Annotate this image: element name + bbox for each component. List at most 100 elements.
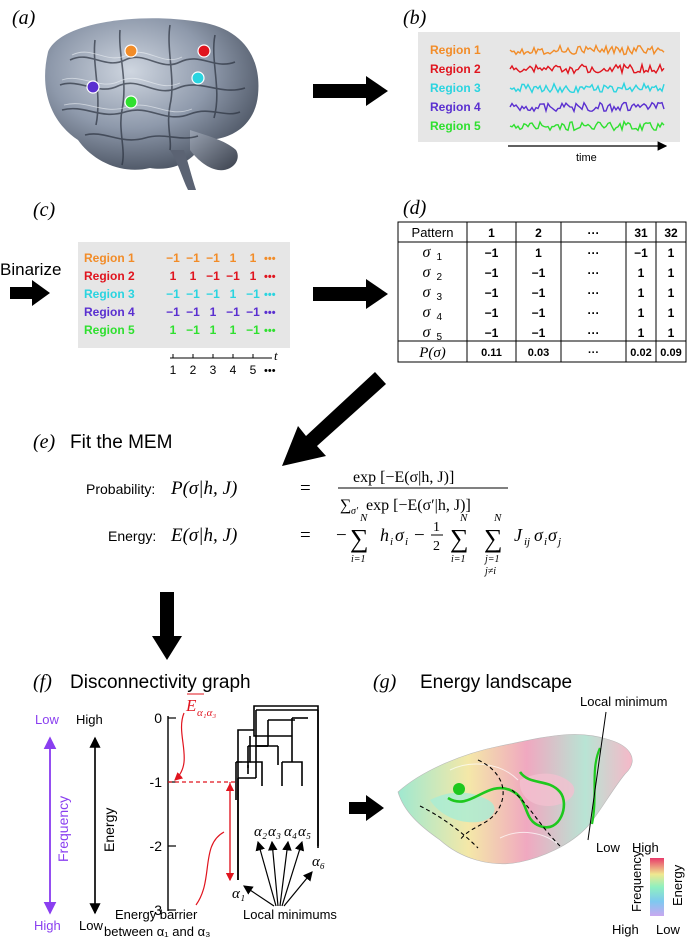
t-tick-label: 2 bbox=[190, 363, 197, 377]
panel-e-title: Fit the MEM bbox=[70, 432, 172, 453]
binary-value: −1 bbox=[226, 305, 240, 319]
timeseries-lines bbox=[509, 43, 665, 133]
timeseries-label: Region 2 bbox=[430, 62, 481, 76]
fmri-arrow bbox=[313, 76, 388, 106]
binary-rows: Region 1 −1 −1 −1 1 1 ••• Region 2 1 1 −1 −1 1 •… bbox=[84, 251, 276, 337]
table-row-sub: 5 bbox=[437, 332, 443, 343]
timeseries-line bbox=[509, 43, 665, 56]
timeseries-line bbox=[509, 61, 665, 76]
dgraph-tick-label: -1 bbox=[150, 774, 163, 790]
energy-high-label: High bbox=[76, 712, 103, 727]
table-prob-cell: 0.09 bbox=[660, 347, 681, 359]
legend-low: Low bbox=[596, 840, 620, 855]
freq-low-label: Low bbox=[35, 712, 59, 727]
binary-value: 1 bbox=[230, 323, 237, 337]
sum2-top: N bbox=[459, 512, 468, 524]
term2-sigma-j: σ bbox=[548, 525, 558, 545]
binary-value: 1 bbox=[250, 269, 257, 283]
energy-equation: Energy: E(σ|h, J) = − N ∑ i=1 h i σ i − … bbox=[108, 512, 561, 577]
region-5-marker bbox=[124, 95, 138, 109]
energy-minus-1: − bbox=[336, 525, 347, 546]
binary-value: 1 bbox=[210, 305, 217, 319]
timeseries-line bbox=[509, 119, 665, 133]
binary-value: 1 bbox=[170, 323, 177, 337]
sum2-bottom: i=1 bbox=[451, 554, 466, 565]
binary-row-label: Region 2 bbox=[84, 269, 135, 283]
binary-value: −1 bbox=[206, 269, 220, 283]
panel-c-label: (c) bbox=[33, 199, 56, 221]
binary-row-label: Region 5 bbox=[84, 323, 135, 337]
table-prob-label: P(σ) bbox=[418, 345, 446, 361]
table-cell: −1 bbox=[485, 286, 499, 300]
table-cell: ··· bbox=[588, 286, 600, 300]
freq-axis-label: Frequency bbox=[55, 796, 71, 862]
barrier-caption-pointer bbox=[195, 831, 225, 906]
time-axis-label: time bbox=[576, 152, 597, 164]
dgraph-ticks: 0-1-2-3 bbox=[150, 710, 176, 918]
binarize-label: Binarize bbox=[0, 260, 61, 279]
region-2-marker bbox=[197, 44, 211, 58]
table-prob-cell: 0.03 bbox=[528, 347, 549, 359]
half-num: 1 bbox=[433, 520, 440, 535]
energy-landscape-surface bbox=[397, 734, 633, 865]
binary-ellipsis: ••• bbox=[264, 289, 276, 301]
panel-d-label: (d) bbox=[403, 197, 427, 219]
table-header-cell: 1 bbox=[488, 226, 495, 240]
probability-lhs: P(σ|h, J) bbox=[170, 478, 237, 499]
t-axis-label: t bbox=[274, 348, 278, 363]
minimum-label: α₃ bbox=[268, 824, 281, 840]
panel-f-label: (f) bbox=[33, 671, 52, 693]
energy-axis-label: Energy bbox=[101, 808, 117, 852]
binary-value: −1 bbox=[186, 305, 200, 319]
binary-row-label: Region 1 bbox=[84, 251, 135, 265]
sum3-bottom: j=1 bbox=[483, 554, 500, 565]
barrier-sub: α₁α₃ bbox=[197, 707, 216, 719]
table-prob-cell: ··· bbox=[588, 347, 599, 359]
timeseries-line bbox=[509, 101, 665, 114]
term2-sigma-i-sub: i bbox=[544, 536, 547, 548]
table-header-cell: 2 bbox=[535, 226, 542, 240]
half-den: 2 bbox=[433, 539, 440, 554]
table-header-cell: Pattern bbox=[412, 225, 454, 240]
region-markers bbox=[86, 44, 211, 109]
binary-value: −1 bbox=[186, 251, 200, 265]
binary-value: 1 bbox=[250, 251, 257, 265]
binary-value: −1 bbox=[166, 305, 180, 319]
table-prob-cell: 0.11 bbox=[481, 347, 502, 359]
table-row-sub: 4 bbox=[437, 312, 443, 323]
timeseries-label: Region 1 bbox=[430, 43, 481, 57]
table-row-sub: 3 bbox=[437, 292, 443, 303]
minimum-label: α₅ bbox=[298, 824, 311, 840]
binary-value: −1 bbox=[206, 251, 220, 265]
t-tick-label: 4 bbox=[230, 363, 237, 377]
table-cell: −1 bbox=[485, 246, 499, 260]
timeseries-label: Region 4 bbox=[430, 100, 481, 114]
term1-h-sub: i bbox=[390, 536, 393, 548]
probability-denominator: exp [−E(σ′|h, J)] bbox=[366, 497, 471, 514]
binary-ellipsis: ••• bbox=[264, 325, 276, 337]
panel-f-title: Disconnectivity graph bbox=[70, 672, 251, 693]
binary-value: 1 bbox=[170, 269, 177, 283]
table-cell: −1 bbox=[485, 266, 499, 280]
binary-value: −1 bbox=[186, 323, 200, 337]
binary-value: −1 bbox=[186, 287, 200, 301]
legend-energy: Energy bbox=[670, 864, 685, 906]
table-cell: −1 bbox=[634, 246, 648, 260]
binary-value: −1 bbox=[226, 269, 240, 283]
binary-ellipsis: ••• bbox=[264, 307, 276, 319]
probability-equation: Probability: P(σ|h, J) = exp [−E(σ|h, J)… bbox=[86, 469, 508, 517]
timeseries-label: Region 5 bbox=[430, 119, 481, 133]
binary-row-label: Region 4 bbox=[84, 305, 135, 319]
minimum-label: α₂ bbox=[254, 824, 267, 840]
legend-high: High bbox=[632, 840, 659, 855]
sum1-symbol: ∑ bbox=[350, 524, 369, 553]
table-row-label: σ bbox=[423, 244, 432, 261]
table-cell: 1 bbox=[668, 286, 675, 300]
region-1-marker bbox=[124, 44, 138, 58]
timeseries-line bbox=[509, 81, 665, 95]
table-cell: ··· bbox=[588, 326, 600, 340]
sum2-symbol: ∑ bbox=[450, 524, 469, 553]
dgraph-branches bbox=[235, 705, 319, 880]
binary-value: 1 bbox=[230, 287, 237, 301]
